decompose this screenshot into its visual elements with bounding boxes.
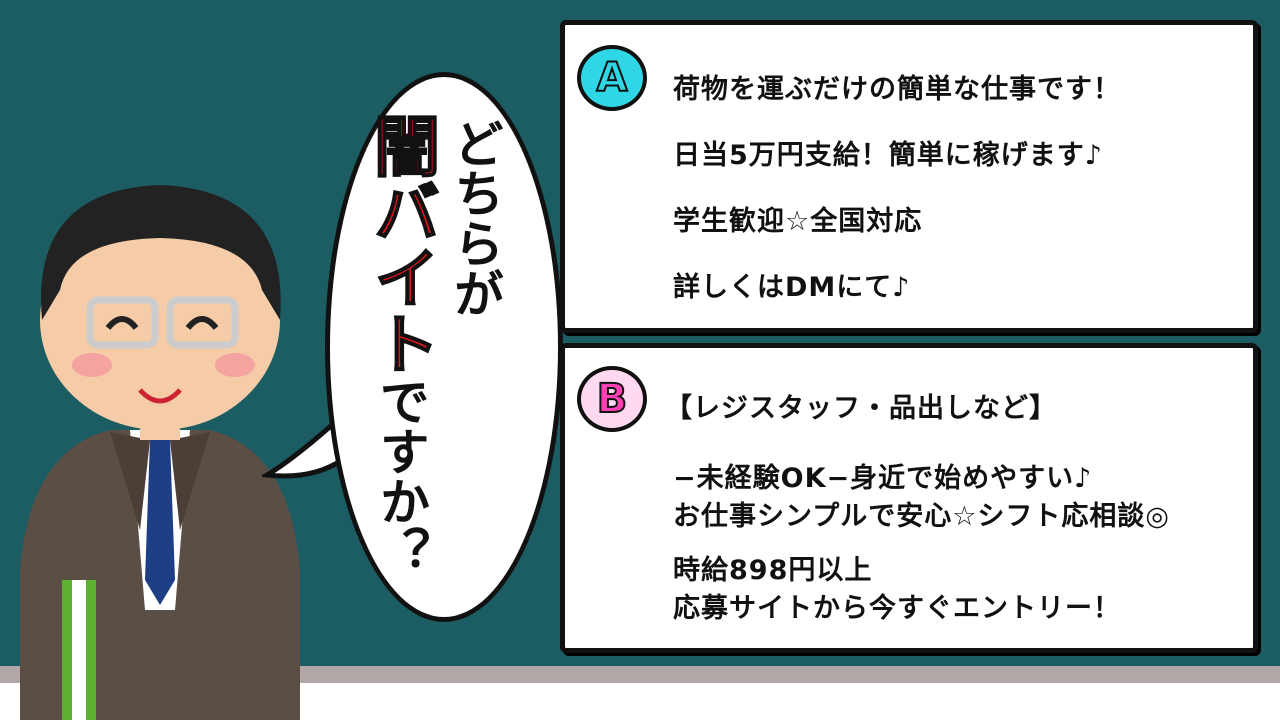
card-b-line: 応募サイトから今すぐエントリー！ xyxy=(673,593,1121,624)
question-line-1: どちらが xyxy=(446,118,504,318)
question-line-2: ですか？ xyxy=(372,376,430,576)
question-highlight: 闇バイト xyxy=(362,111,441,377)
card-a-line: 日当5万円支給！簡単に稼げます♪ xyxy=(673,140,1104,171)
card-a-line: 学生歓迎☆全国対応 xyxy=(673,206,923,237)
card-b-line: お仕事シンプルで安心☆シフト応相談◎ xyxy=(673,501,1170,532)
speech-bubble-tail xyxy=(262,423,344,479)
card-b-line: 【レジスタッフ・品出しなど】 xyxy=(665,393,1057,424)
option-card-a: A 荷物を運ぶだけの簡単な仕事です！ 日当5万円支給！簡単に稼げます♪ 学生歓迎… xyxy=(560,20,1258,333)
badge-b: B xyxy=(577,366,647,432)
card-b-line: 時給898円以上 xyxy=(673,555,873,586)
card-b-line: −未経験OK−身近で始めやすい♪ xyxy=(673,463,1093,494)
card-a-line: 荷物を運ぶだけの簡単な仕事です！ xyxy=(673,74,1121,105)
option-card-b: B 【レジスタッフ・品出しなど】 −未経験OK−身近で始めやすい♪ お仕事シンプ… xyxy=(560,343,1258,653)
badge-a: A xyxy=(577,45,647,111)
speech-bubble xyxy=(325,72,563,622)
card-a-line: 詳しくはDMにて♪ xyxy=(673,272,911,303)
teacher-illustration xyxy=(20,185,300,720)
